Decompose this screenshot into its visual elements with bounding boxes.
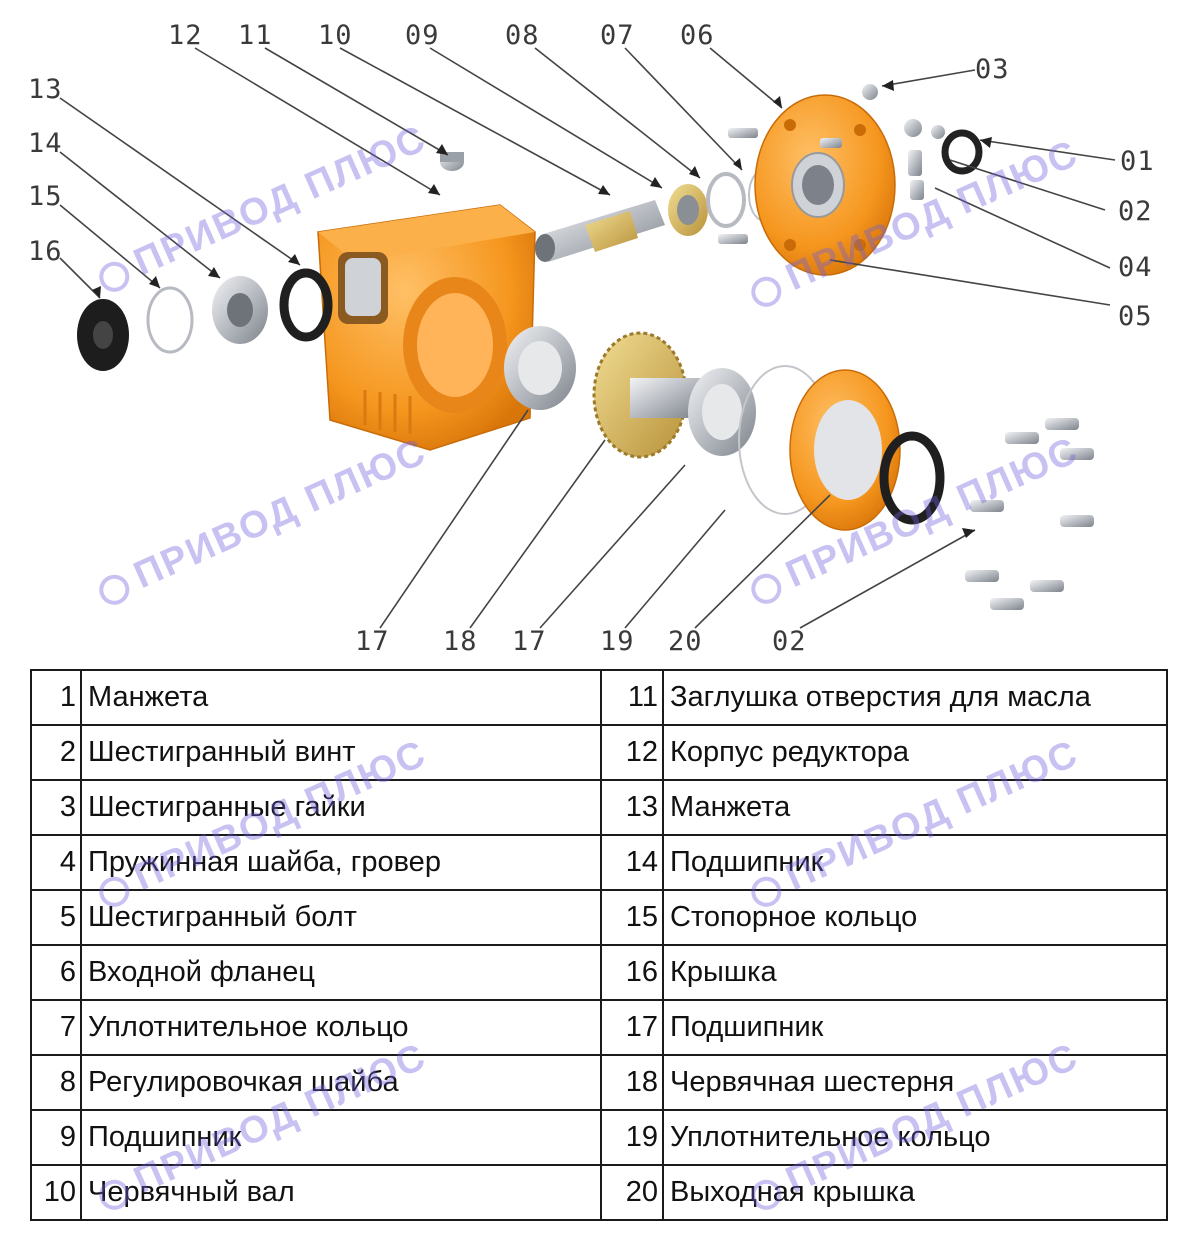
spring-washers [908, 150, 924, 200]
part-name: Уплотнительное кольцо [662, 1109, 1168, 1166]
bearing-14 [212, 276, 268, 344]
callout-19: 19 [600, 626, 635, 657]
callout-labels: 12 11 10 09 08 07 06 03 01 02 04 05 13 1… [28, 20, 1155, 657]
part-number: 2 [30, 724, 82, 781]
part-name: Уплотнительное кольцо [80, 999, 602, 1056]
callout-02-bottom: 02 [772, 626, 807, 657]
worm-gear [592, 331, 700, 459]
part-number: 15 [600, 889, 664, 946]
oil-seal-input [941, 129, 983, 175]
part-name: Червячный вал [80, 1164, 602, 1221]
callout-17-left: 17 [355, 626, 390, 657]
callout-14: 14 [28, 128, 63, 159]
part-number: 12 [600, 724, 664, 781]
oil-seal-13 [279, 268, 333, 342]
callout-20: 20 [668, 626, 703, 657]
input-flange [754, 94, 896, 276]
oil-plug [440, 152, 464, 171]
part-number: 9 [30, 1109, 82, 1166]
part-number: 3 [30, 779, 82, 836]
part-name: Входной фланец [80, 944, 602, 1001]
part-number: 20 [600, 1164, 664, 1221]
part-number: 5 [30, 889, 82, 946]
callout-11: 11 [238, 20, 273, 51]
callout-07: 07 [600, 20, 635, 51]
part-name: Шестигранные гайки [80, 779, 602, 836]
callout-06: 06 [680, 20, 715, 51]
part-number: 1 [30, 669, 82, 726]
part-name: Подшипник [662, 834, 1168, 891]
callout-05: 05 [1118, 301, 1153, 332]
part-name: Подшипник [662, 999, 1168, 1056]
output-cover [789, 369, 901, 531]
part-number: 17 [600, 999, 664, 1056]
part-number: 11 [600, 669, 664, 726]
part-name: Крышка [662, 944, 1168, 1001]
part-number: 10 [30, 1164, 82, 1221]
part-number: 16 [600, 944, 664, 1001]
bearing-17-left [504, 326, 576, 410]
callout-03: 03 [975, 54, 1010, 85]
callout-10: 10 [318, 20, 353, 51]
part-name: Заглушка отверстия для масла [662, 669, 1168, 726]
part-name: Стопорное кольцо [662, 889, 1168, 946]
part-number: 6 [30, 944, 82, 1001]
callout-04: 04 [1118, 252, 1153, 283]
part-name: Регулировочкая шайба [80, 1054, 602, 1111]
part-number: 13 [600, 779, 664, 836]
part-name: Манжета [662, 779, 1168, 836]
retaining-ring [146, 286, 194, 354]
callout-02-top: 02 [1118, 196, 1153, 227]
callout-12: 12 [168, 20, 203, 51]
callout-15: 15 [28, 181, 63, 212]
worm-shaft [535, 200, 665, 262]
callout-13: 13 [28, 74, 63, 105]
callout-08: 08 [505, 20, 540, 51]
input-flange-bolts [718, 128, 842, 244]
part-name: Пружинная шайба, гровер [80, 834, 602, 891]
part-name: Червячная шестерня [662, 1054, 1168, 1111]
callout-17-right: 17 [512, 626, 547, 657]
callout-01: 01 [1120, 146, 1155, 177]
output-screws [965, 418, 1094, 610]
cover-16 [77, 299, 129, 371]
part-number: 18 [600, 1054, 664, 1111]
bearing-17-right [688, 368, 756, 456]
part-number: 8 [30, 1054, 82, 1111]
part-name: Корпус редуктора [662, 724, 1168, 781]
adjusting-shim [706, 172, 746, 228]
arrowheads [92, 80, 992, 538]
part-number: 4 [30, 834, 82, 891]
callout-18: 18 [443, 626, 478, 657]
input-bearing [668, 184, 708, 236]
part-name: Шестигранный болт [80, 889, 602, 946]
callout-16: 16 [28, 236, 63, 267]
leader-lines [59, 47, 1116, 629]
oil-seal-output [879, 431, 945, 525]
callout-09: 09 [405, 20, 440, 51]
part-number: 14 [600, 834, 664, 891]
part-number: 19 [600, 1109, 664, 1166]
exploded-view-diagram: 12 11 10 09 08 07 06 03 01 02 04 05 13 1… [28, 20, 1155, 657]
part-name: Подшипник [80, 1109, 602, 1166]
gearbox-housing [317, 204, 536, 451]
part-name: Шестигранный винт [80, 724, 602, 781]
hex-nuts [862, 84, 945, 139]
part-number: 7 [30, 999, 82, 1056]
part-name: Манжета [80, 669, 602, 726]
part-name: Выходная крышка [662, 1164, 1168, 1221]
